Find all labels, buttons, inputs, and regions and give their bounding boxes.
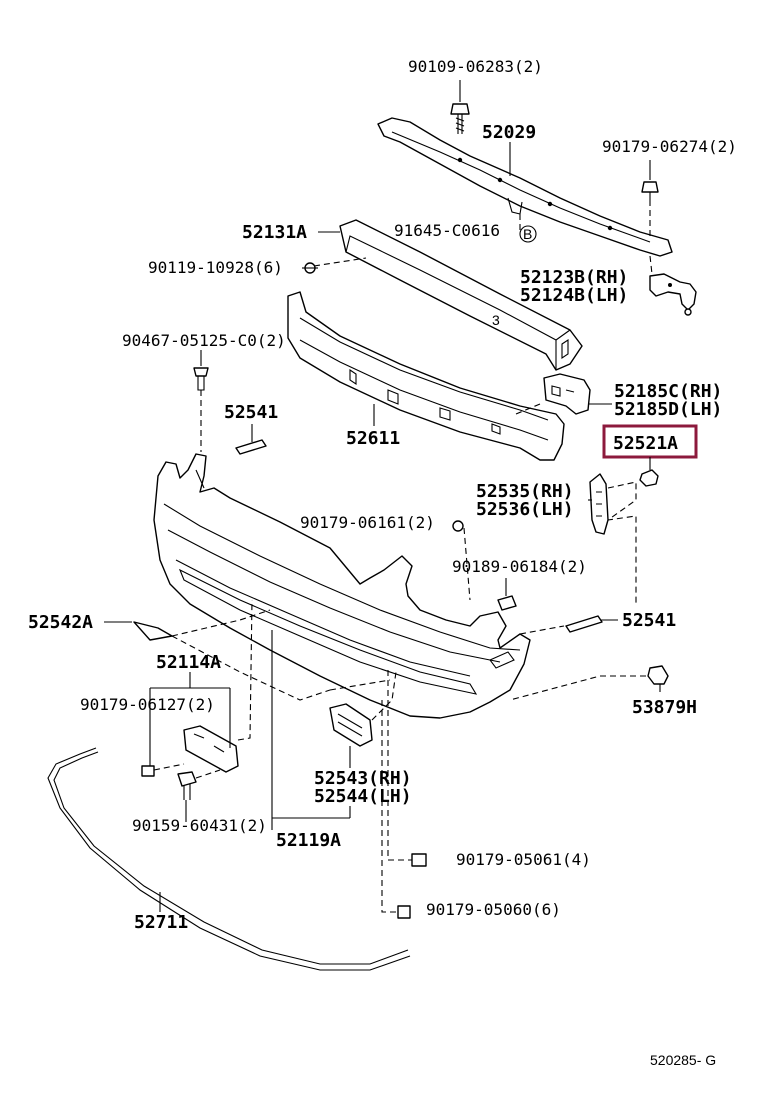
label-52535: 52535(RH) (476, 481, 574, 502)
diagram-code: 520285- G (650, 1052, 716, 1068)
label-52123B: 52123B(RH) (520, 267, 628, 288)
bolt-90159-60431 (177, 771, 197, 800)
label-52521A: 52521A (613, 433, 678, 454)
bolt-90109-06283 (450, 103, 470, 134)
label-52541-top: 52541 (224, 402, 278, 423)
label-90159-60431: 90159-60431(2) (132, 816, 267, 835)
nut-90179-06161 (452, 520, 464, 532)
label-90179-06274: 90179-06274(2) (602, 137, 737, 156)
label-52543: 52543(RH) (314, 768, 412, 789)
label-B: B (523, 226, 532, 242)
nut-90179-06127 (141, 765, 155, 777)
label-52185D: 52185D(LH) (614, 399, 722, 420)
nut-90179-06274 (641, 181, 659, 200)
nut-53879H (647, 665, 669, 685)
label-52542A: 52542A (28, 612, 93, 633)
label-52029: 52029 (482, 122, 536, 143)
clip-90189-06184 (497, 595, 517, 611)
label-90179-06161: 90179-06161(2) (300, 513, 435, 532)
spacer-52541-top (235, 439, 267, 455)
bumper-reinforcement-52611 (287, 291, 565, 461)
bracket-52123B-52124B (649, 273, 697, 316)
bracket-52543-52544 (329, 703, 373, 747)
spacer-52541-right (565, 615, 603, 633)
label-91645-C0616: 91645-C0616 (394, 221, 500, 240)
svg-text:3: 3 (492, 312, 500, 328)
label-52541-right: 52541 (622, 610, 676, 631)
retainer-52535-52536 (589, 473, 609, 535)
bumper-cover (153, 453, 531, 719)
label-90179-05060: 90179-05060(6) (426, 900, 561, 919)
license-bracket-52114A (183, 725, 239, 773)
bracket-52185C-52185D (543, 373, 591, 415)
label-52124B: 52124B(LH) (520, 285, 628, 306)
spacer-52542A (133, 621, 173, 641)
clip-52521A (639, 469, 659, 487)
label-52611: 52611 (346, 428, 400, 449)
label-90179-06127: 90179-06127(2) (80, 695, 215, 714)
label-52119A: 52119A (276, 830, 341, 851)
bolt-90179-05061 (411, 853, 427, 867)
bolt-90179-05060 (397, 905, 411, 919)
label-52544: 52544(LH) (314, 786, 412, 807)
label-90119-10928: 90119-10928(6) (148, 258, 283, 277)
clip-90119-10928 (302, 262, 318, 274)
label-90179-05061: 90179-05061(4) (456, 850, 591, 869)
lip-strip-52711 (47, 747, 411, 971)
label-90189-06184: 90189-06184(2) (452, 557, 587, 576)
label-52131A: 52131A (242, 222, 307, 243)
label-52114A: 52114A (156, 652, 221, 673)
label-52536: 52536(LH) (476, 499, 574, 520)
reference-marker-b (519, 225, 537, 243)
label-52711: 52711 (134, 912, 188, 933)
label-90467-05125: 90467-05125-C0(2) (122, 331, 286, 350)
label-53879H: 53879H (632, 697, 697, 718)
reinforcement-bracket-52029 (377, 117, 673, 257)
clip-90467-05125 (193, 367, 209, 391)
label-52185C: 52185C(RH) (614, 381, 722, 402)
energy-absorber-52131A: 3 (339, 219, 583, 371)
label-90109-06283: 90109-06283(2) (408, 57, 543, 76)
